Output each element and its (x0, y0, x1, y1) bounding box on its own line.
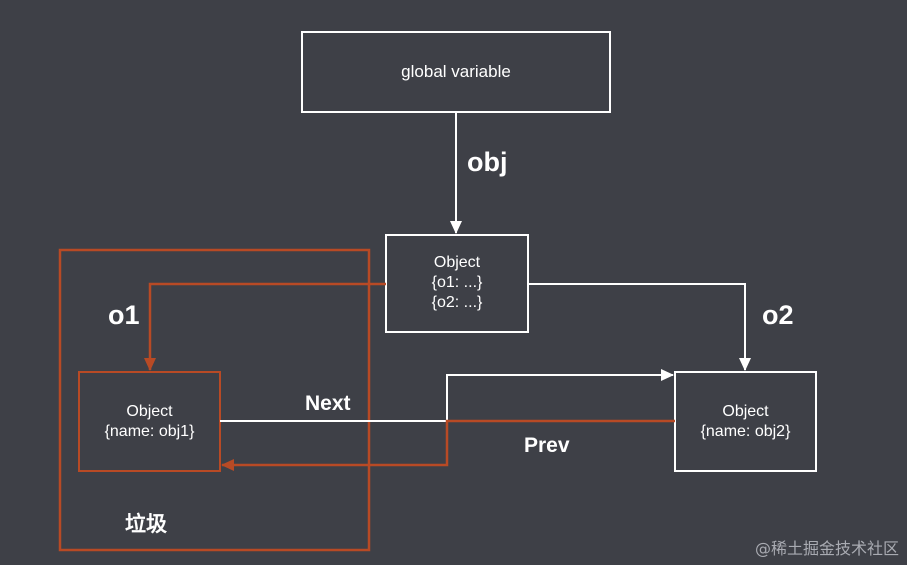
root-object-field-o1: {o1: ...} (431, 274, 483, 291)
obj2-title: Object (722, 403, 769, 420)
obj1-title: Object (126, 403, 173, 420)
edge-prev (221, 419, 675, 471)
edge-label-next: Next (305, 392, 351, 415)
garbage-label: 垃圾 (125, 512, 167, 536)
edge-label-obj: obj (467, 147, 508, 177)
global-variable-text: global variable (401, 62, 511, 81)
edge-label-prev: Prev (524, 434, 570, 457)
root-object-label: Object {o1: ...} {o2: ...} (386, 253, 528, 313)
watermark: @稀土掘金技术社区 (754, 539, 899, 558)
global-variable-label: global variable (302, 62, 610, 82)
obj2-field-name: {name: obj2} (700, 423, 791, 440)
root-object-title: Object (433, 254, 481, 271)
obj1-field-name: {name: obj1} (104, 423, 195, 440)
edge-label-o2: o2 (762, 300, 794, 330)
edge-next (220, 369, 674, 422)
edge-o1 (144, 282, 386, 371)
edge-o2 (528, 283, 751, 371)
root-object-field-o2: {o2: ...} (431, 294, 483, 311)
garbage-region (58, 248, 371, 552)
obj2-label: Object {name: obj2} (675, 402, 816, 442)
obj1-label: Object {name: obj1} (79, 402, 220, 442)
edge-label-o1: o1 (108, 300, 140, 330)
